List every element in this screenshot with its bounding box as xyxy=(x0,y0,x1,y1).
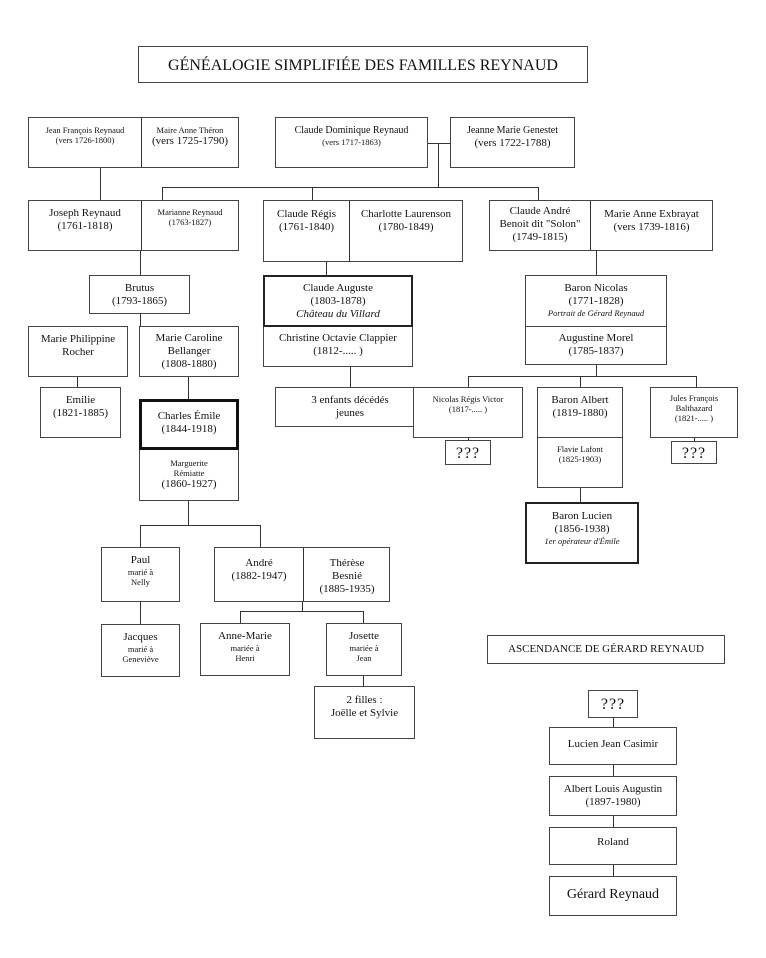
person-claude-regis: Claude Régis (1761-1840) xyxy=(277,208,336,234)
person-nicolas-regis: Nicolas Régis Victor (1817-..... ) xyxy=(413,387,523,438)
box-trois-enfants: 3 enfants décédés jeunes xyxy=(275,387,425,427)
couple-claude-auguste-christine: Christine Octavie Clappier (1812-..... ) xyxy=(263,326,413,367)
person-marie-anne-exbrayat: Marie Anne Exbrayat (vers 1739-1816) xyxy=(604,208,699,234)
page-title: GÉNÉALOGIE SIMPLIFIÉE DES FAMILLES REYNA… xyxy=(168,57,558,74)
person-brutus: Brutus (1793-1865) xyxy=(89,275,190,314)
person-jeanne-marie: Jeanne Marie Genestet (vers 1722-1788) xyxy=(450,117,575,168)
person-josette: Josette mariée à Jean xyxy=(326,623,402,676)
person-baron-lucien: Baron Lucien (1856-1938) 1er opérateur d… xyxy=(525,502,639,564)
ascendance-unknown: ??? xyxy=(588,690,638,718)
person-charles-emile: Charles Émile (1844-1918) xyxy=(139,399,239,450)
couple-jean-francois-maire-anne: Jean François Reynaud (vers 1726-1800) M… xyxy=(28,117,239,168)
person-jules-francois: Jules François Balthazard (1821-..... ) xyxy=(650,387,738,438)
person-emilie: Emilie (1821-1885) xyxy=(40,387,121,438)
person-therese: Thérèse Besnié (1885-1935) xyxy=(319,557,375,596)
ascendance-title-box: ASCENDANCE DE GÉRARD REYNAUD xyxy=(487,635,725,664)
ascendance-title: ASCENDANCE DE GÉRARD REYNAUD xyxy=(508,643,704,655)
person-marie-caroline: Marie Caroline Bellanger (1808-1880) xyxy=(139,326,239,377)
ascendance-albert: Albert Louis Augustin (1897-1980) xyxy=(549,776,677,816)
couple-claude-andre-marie-anne: Claude André Benoit dit "Solon" (1749-18… xyxy=(489,200,713,251)
person-claude-auguste: Claude Auguste (1803-1878) Château du Vi… xyxy=(263,275,413,327)
unknown-nicolas-descendant: ??? xyxy=(445,440,491,465)
person-flavie: Flavie Lafont (1825-1903) xyxy=(537,437,623,488)
person-christine: Christine Octavie Clappier (1812-..... ) xyxy=(279,332,397,358)
person-jacques: Jacques marié à Geneviève xyxy=(101,624,180,677)
unknown-jules-descendant: ??? xyxy=(671,441,717,464)
person-charlotte: Charlotte Laurenson (1780-1849) xyxy=(360,208,452,234)
person-baron-nicolas: Baron Nicolas (1771-1828) Portrait de Gé… xyxy=(525,275,667,327)
couple-joseph-marianne: Joseph Reynaud (1761-1818) Marianne Reyn… xyxy=(28,200,239,251)
person-claude-dominique: Claude Dominique Reynaud (vers 1717-1863… xyxy=(275,117,428,168)
person-andre: André (1882-1947) xyxy=(231,557,287,583)
person-baron-albert: Baron Albert (1819-1880) xyxy=(537,387,623,438)
title-box: GÉNÉALOGIE SIMPLIFIÉE DES FAMILLES REYNA… xyxy=(138,46,588,83)
ascendance-roland: Roland xyxy=(549,827,677,865)
person-marguerite: Marguerite Rémiatte (1860-1927) xyxy=(139,449,239,501)
person-maire-anne: Maire Anne Théron (vers 1725-1790) xyxy=(151,125,229,148)
ascendance-lucien: Lucien Jean Casimir xyxy=(549,727,677,765)
person-joseph: Joseph Reynaud (1761-1818) xyxy=(49,207,121,233)
couple-andre-therese: André (1882-1947) Thérèse Besnié (1885-1… xyxy=(214,547,390,602)
person-marianne: Marianne Reynaud (1763-1827) xyxy=(157,207,223,228)
box-deux-filles: 2 filles : Joëlle et Sylvie xyxy=(314,686,415,739)
person-anne-marie: Anne-Marie mariée à Henri xyxy=(200,623,290,676)
person-paul: Paul marié à Nelly xyxy=(101,547,180,602)
person-marie-philippine: Marie Philippine Rocher xyxy=(28,326,128,377)
person-jean-francois: Jean François Reynaud (vers 1726-1800) xyxy=(45,125,125,146)
couple-claude-regis-charlotte: Claude Régis (1761-1840) Charlotte Laure… xyxy=(263,200,463,262)
ascendance-gerard: Gérard Reynaud xyxy=(549,876,677,916)
person-claude-andre: Claude André Benoit dit "Solon" (1749-18… xyxy=(499,205,581,244)
person-augustine: Augustine Morel (1785-1837) xyxy=(525,326,667,365)
